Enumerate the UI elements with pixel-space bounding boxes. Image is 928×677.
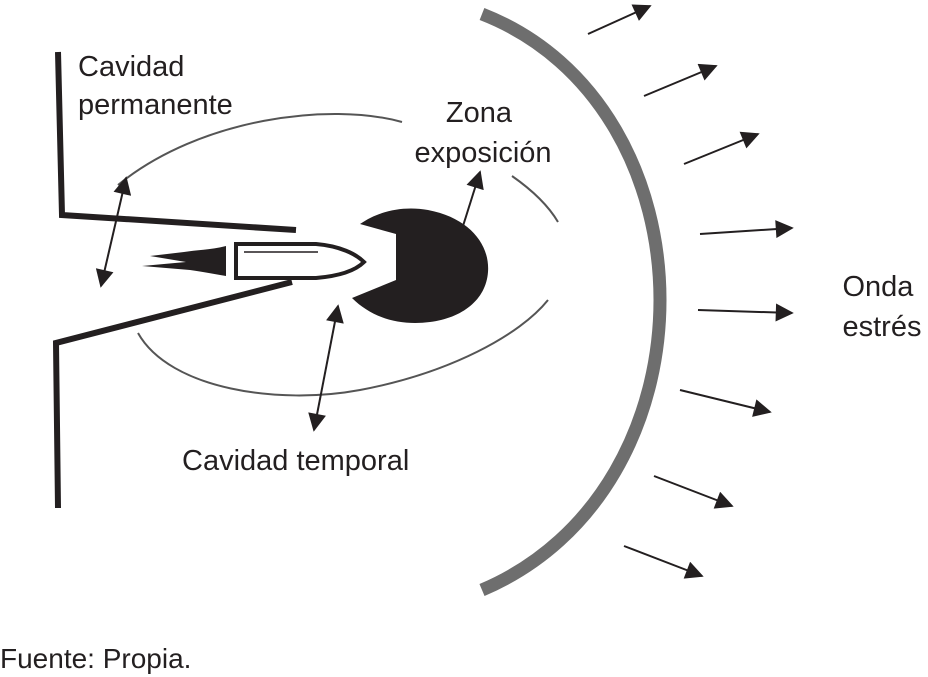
exposure-zone-label-line1: Zona	[446, 97, 513, 129]
stress-wave-arrows	[587, 4, 794, 579]
upper-right-cavity-arc	[511, 175, 559, 223]
bullet-body	[234, 242, 367, 280]
stress-wave-label-line1: Onda	[842, 271, 914, 303]
exposure-zone-label: Zona exposición	[414, 97, 551, 169]
stress-arrow	[643, 63, 718, 97]
stress-arrow	[697, 303, 794, 322]
permanent-cavity-arrow	[95, 176, 132, 288]
permanent-cavity-boundary	[117, 112, 403, 186]
permanent-cavity-label-line2: permanente	[78, 89, 233, 121]
temporary-cavity-label: Cavidad temporal	[182, 445, 409, 477]
stress-arrow	[653, 475, 734, 509]
tissue-outline	[52, 51, 297, 509]
stress-arrow	[623, 545, 704, 579]
tissue-upper-edge	[55, 51, 297, 233]
exposure-zone-arrow	[462, 170, 484, 227]
stress-wave-front	[479, 7, 667, 596]
permanent-cavity-label: Cavidad permanente	[78, 51, 233, 121]
stress-arrow	[679, 389, 772, 417]
temporary-cavity-boundary	[137, 299, 549, 397]
exposure-zone-label-line2: exposición	[414, 137, 551, 169]
stress-arrow	[683, 131, 760, 165]
permanent-cavity-label-line1: Cavidad	[78, 51, 184, 83]
bullet-trail	[142, 246, 226, 276]
stress-arrow	[699, 220, 794, 239]
tissue-lower-edge	[52, 279, 293, 509]
stress-arrow	[587, 4, 652, 35]
stress-wave-label: Onda estrés	[842, 271, 921, 343]
exposure-zone-shape	[352, 208, 489, 323]
stress-wave-label-line2: estrés	[843, 311, 922, 343]
temporary-cavity-arrow	[308, 304, 344, 432]
projectile	[142, 242, 367, 280]
source-note: Fuente: Propia.	[0, 643, 191, 674]
